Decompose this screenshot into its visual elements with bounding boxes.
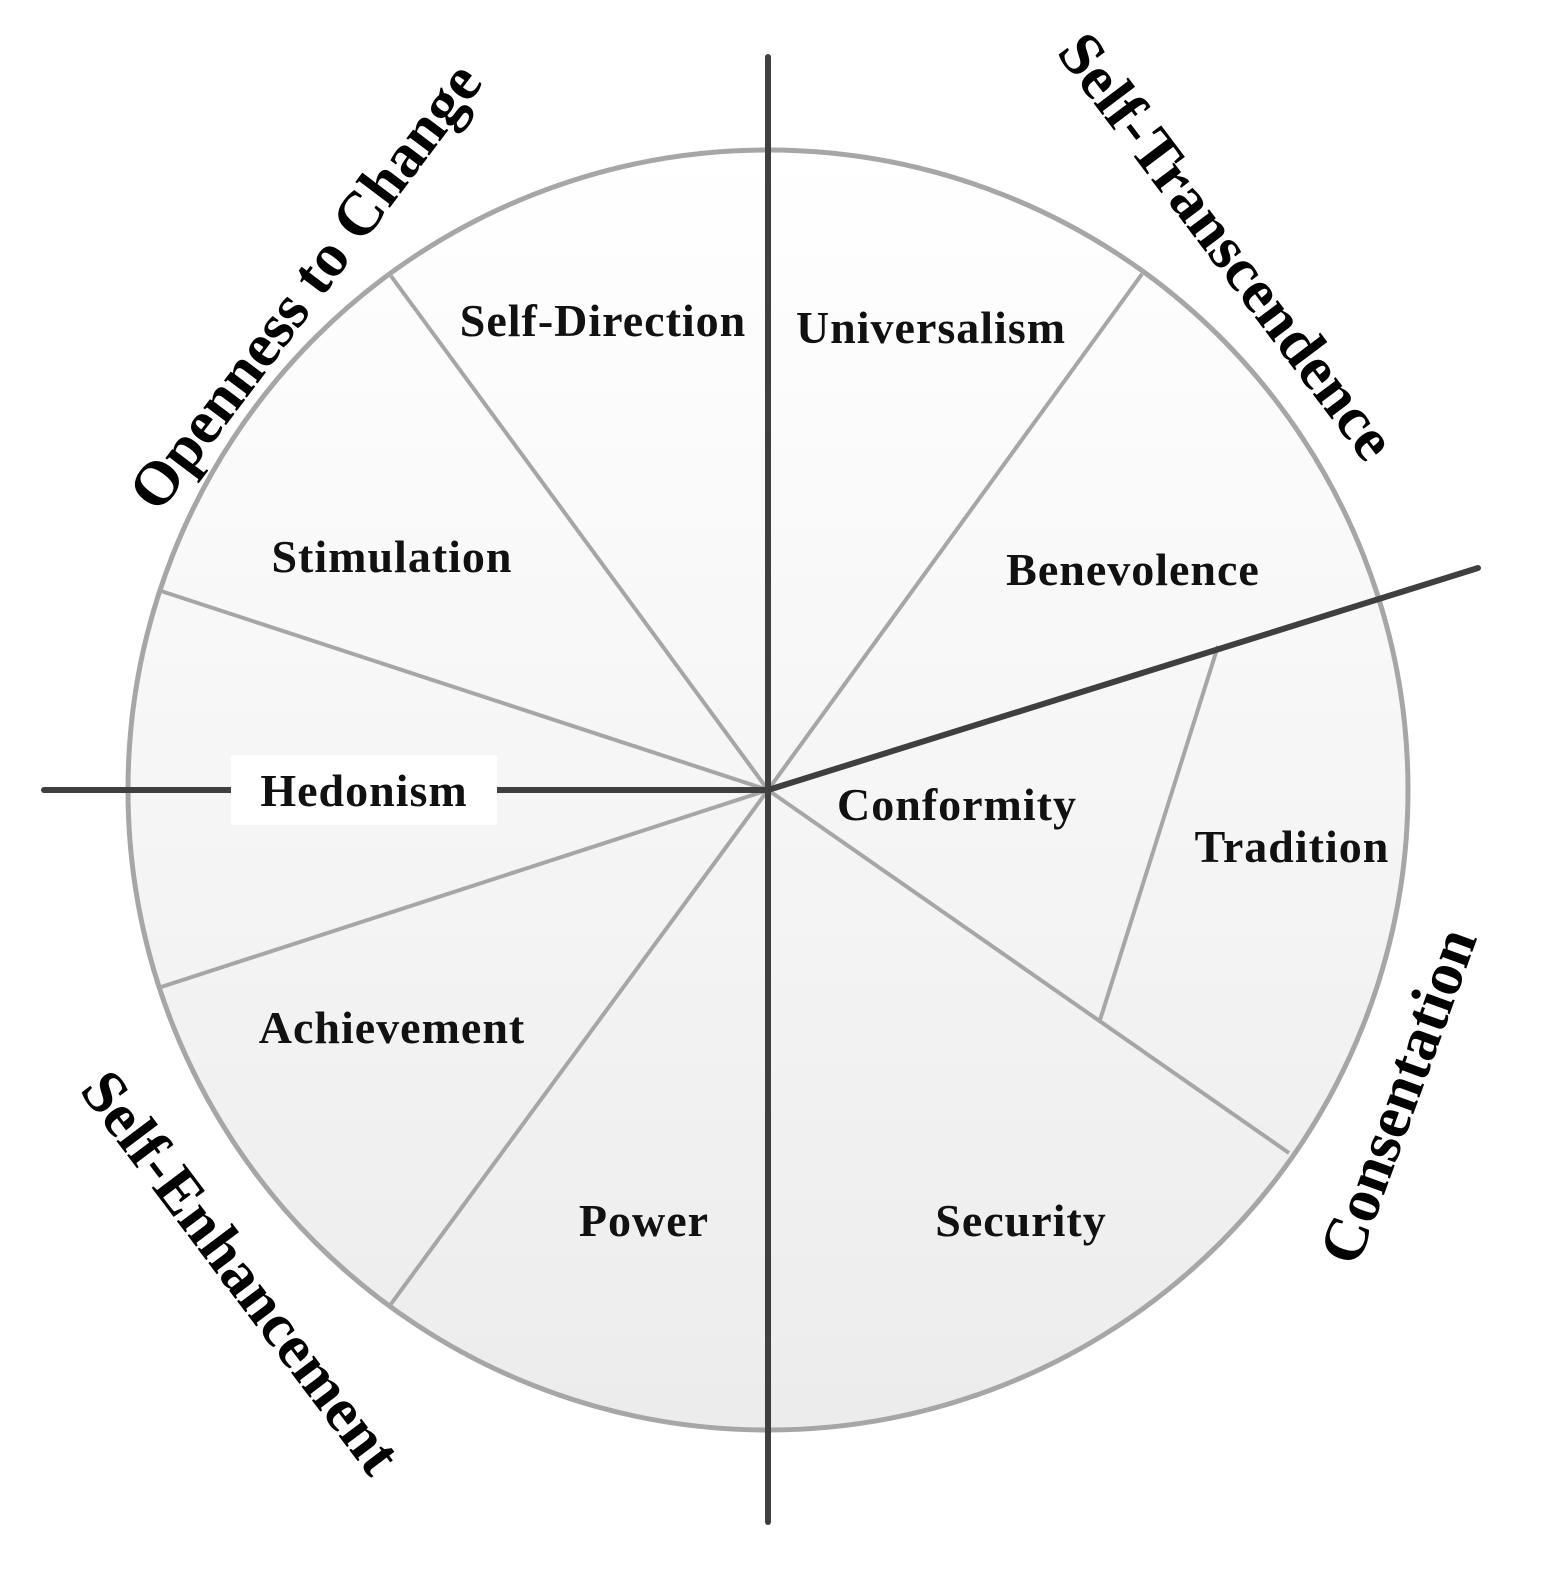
label-self-direction: Self-Direction <box>460 295 747 346</box>
label-power: Power <box>579 1195 709 1246</box>
boundary-hedonism-achievement <box>157 788 769 990</box>
label-benevolence: Benevolence <box>1006 544 1260 595</box>
boundary-conformity-tradition <box>1098 645 1220 1021</box>
label-achievement: Achievement <box>259 1002 525 1053</box>
label-conformity: Conformity <box>837 779 1077 830</box>
boundary-stimulation-hedonism <box>157 588 769 792</box>
boundary-achievement-power <box>389 788 770 1306</box>
boundary-self-direction-stimulation <box>389 274 770 792</box>
sector-boundaries <box>157 272 1291 1306</box>
label-stimulation: Stimulation <box>271 531 512 582</box>
boundary-universalism-benevolence <box>766 272 1144 792</box>
right-axis <box>765 565 1481 793</box>
label-hedonism: Hedonism <box>260 765 467 816</box>
label-security: Security <box>935 1195 1107 1246</box>
label-universalism: Universalism <box>796 302 1066 353</box>
boundary-conformity-security <box>766 788 1291 1155</box>
label-tradition: Tradition <box>1195 821 1390 872</box>
hedonism-label-box <box>231 755 497 825</box>
value-labels: Self-Direction Universalism Stimulation … <box>259 295 1390 1246</box>
